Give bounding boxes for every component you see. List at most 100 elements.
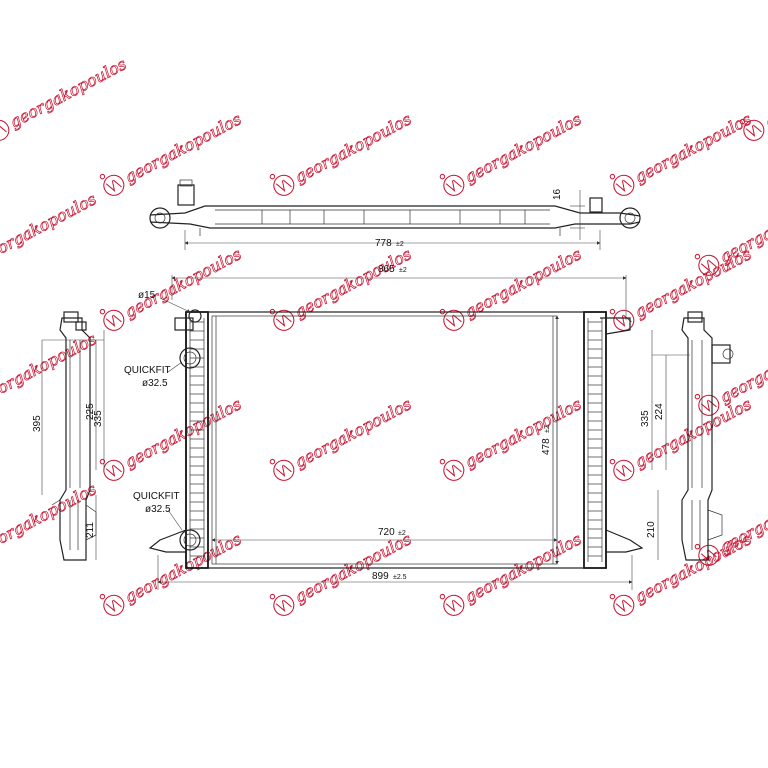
watermark-text: georgakopoulos — [461, 394, 584, 471]
watermark-logo-icon — [103, 174, 125, 196]
quickfit-lower-size: ø32.5 — [145, 504, 171, 515]
watermark-star-icon — [609, 173, 616, 180]
top-view — [149, 179, 641, 250]
watermark-star-icon — [694, 253, 701, 260]
watermark-text: georgakopoulos — [461, 244, 584, 321]
watermark-stamp: georgakopoulos — [0, 189, 100, 267]
watermark-text: georgakopoulos — [291, 109, 414, 186]
watermark-text: georgakopoulos — [761, 54, 768, 131]
left-side-dim-335: 335 — [93, 410, 104, 427]
core-width-dimension: 720 — [378, 527, 395, 538]
watermark-stamp: georgakopoulos — [99, 244, 245, 331]
watermark-star-icon — [739, 118, 746, 125]
right-side-dim-210: 210 — [646, 521, 657, 538]
top-length-tolerance: ±2 — [396, 241, 404, 248]
left-side-view — [41, 311, 105, 561]
top-length-dimension: 778 — [375, 238, 392, 249]
quickfit-upper-label: QUICKFIT — [124, 365, 171, 376]
watermark-text: georgakopoulos — [716, 329, 768, 406]
front-view — [148, 275, 644, 590]
core-width-tolerance: ±2 — [398, 530, 406, 537]
watermark-logo-icon — [698, 254, 720, 276]
total-width-dimension: 899 — [372, 571, 389, 582]
watermark-star-icon — [694, 543, 701, 550]
watermark-logo-icon — [613, 309, 635, 331]
watermark-text: georgakopoulos — [631, 394, 754, 471]
watermark-logo-icon — [103, 594, 125, 616]
watermark-text: georgakopoulos — [0, 479, 100, 556]
watermark-text: georgakopoulos — [6, 54, 129, 131]
core-height-dimension: 478 — [541, 438, 552, 455]
watermark-stamp: georgakopoulos — [99, 394, 245, 481]
watermark-star-icon — [694, 393, 701, 400]
watermark-logo-icon — [613, 174, 635, 196]
watermark-stamp: georgakopoulos — [269, 394, 415, 481]
watermark-stamp: georgakopoulos — [439, 109, 585, 196]
left-side-dim-395: 395 — [32, 415, 43, 432]
watermark-logo-icon — [443, 459, 465, 481]
watermark-logo-icon — [0, 119, 10, 141]
watermark-text: georgakopoulos — [291, 394, 414, 471]
watermark-logo-icon — [273, 594, 295, 616]
watermark-text: georgakopoulos — [291, 244, 414, 321]
watermark-star-icon — [439, 458, 446, 465]
watermark-text: georgakopoulos — [631, 109, 754, 186]
watermark-text: georgakopoulos — [121, 394, 244, 471]
watermark-stamp: georgakopoulos — [99, 109, 245, 196]
watermark-stamp: georgakopoulos — [439, 394, 585, 481]
watermark-text: georgakopoulos — [0, 329, 100, 406]
total-width-tolerance: ±2.5 — [393, 574, 407, 581]
watermark-logo-icon — [273, 459, 295, 481]
watermark-star-icon — [269, 173, 276, 180]
pipe-diameter-label: ø15 — [138, 290, 156, 301]
watermark-star-icon — [439, 308, 446, 315]
watermark-star-icon — [609, 593, 616, 600]
watermark-stamp: georgakopoulos — [269, 529, 415, 616]
watermark-logo-icon — [613, 594, 635, 616]
watermark-stamp: georgakopoulos — [99, 529, 245, 616]
watermark-stamp: georgakopoulos — [609, 109, 755, 196]
right-side-dim-224: 224 — [654, 403, 665, 420]
quickfit-lower-label: QUICKFIT — [133, 491, 180, 502]
watermark-logo-icon — [743, 119, 765, 141]
core-height-tolerance: ±2 — [544, 425, 551, 433]
watermark-text: georgakopoulos — [716, 479, 768, 556]
watermark-logo-icon — [443, 174, 465, 196]
right-side-dim-335: 335 — [640, 410, 651, 427]
watermark-text: georgakopoulos — [121, 109, 244, 186]
overall-width-dimension: 865 — [378, 264, 395, 275]
watermark-star-icon — [99, 458, 106, 465]
watermark-text: georgakopoulos — [121, 244, 244, 321]
watermark-star-icon — [99, 173, 106, 180]
watermark-star-icon — [99, 308, 106, 315]
watermark-stamp: georgakopoulos — [439, 529, 585, 616]
watermark-logo-icon — [443, 594, 465, 616]
watermark-text: georgakopoulos — [0, 189, 100, 266]
watermark-text: georgakopoulos — [716, 189, 768, 266]
watermark-star-icon — [439, 593, 446, 600]
watermark-stamp: georgakopoulos — [439, 244, 585, 331]
overall-width-tolerance: ±2 — [399, 267, 407, 274]
quickfit-upper-size: ø32.5 — [142, 378, 168, 389]
watermark-logo-icon — [103, 459, 125, 481]
watermark-star-icon — [609, 458, 616, 465]
left-side-dim-225: 225 — [85, 403, 96, 420]
right-side-view — [651, 311, 734, 561]
watermark-star-icon — [439, 173, 446, 180]
watermark-star-icon — [269, 308, 276, 315]
watermark-star-icon — [609, 308, 616, 315]
watermark-logo-icon — [103, 309, 125, 331]
watermark-stamp: georgakopoulos — [0, 54, 130, 141]
watermark-stamp: georgakopoulos — [0, 479, 100, 557]
watermark-text: georgakopoulos — [461, 109, 584, 186]
watermark-stamp: georgakopoulos — [269, 109, 415, 196]
watermark-star-icon — [269, 593, 276, 600]
watermark-stamp: georgakopoulos — [269, 244, 415, 331]
left-side-dim-211: 211 — [85, 522, 96, 538]
watermark-logo-icon — [613, 459, 635, 481]
top-height-dimension: 16 — [552, 188, 563, 200]
watermark-stamp: georgakopoulos — [609, 394, 755, 481]
watermark-logo-icon — [273, 174, 295, 196]
watermark-star-icon — [269, 458, 276, 465]
